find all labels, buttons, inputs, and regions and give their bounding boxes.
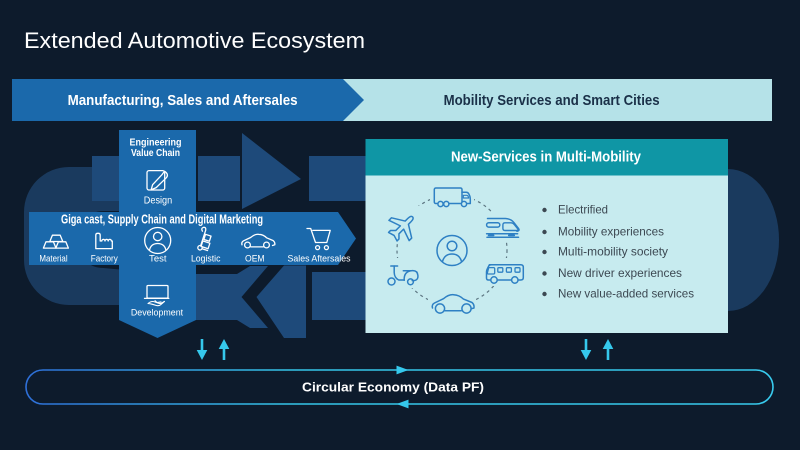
svg-text:Value Chain: Value Chain — [131, 148, 180, 159]
svg-text:Factory: Factory — [91, 254, 118, 264]
svg-text:OEM: OEM — [245, 254, 265, 264]
svg-text:Development: Development — [131, 308, 184, 318]
svg-text:Mobility experiences: Mobility experiences — [558, 225, 664, 239]
svg-text:New-Services in Multi-Mobility: New-Services in Multi-Mobility — [451, 150, 641, 166]
svg-text:Mobility Services and Smart C: Mobility Services and Smart Cities — [444, 92, 660, 109]
svg-text:Extended Automotive Ecosystem: Extended Automotive Ecosystem — [24, 28, 365, 53]
svg-text:Manufacturing, Sales and After: Manufacturing, Sales and Aftersales — [68, 93, 298, 109]
svg-text:Multi-mobility society: Multi-mobility society — [558, 245, 668, 259]
svg-text:Logistic: Logistic — [191, 254, 221, 264]
svg-text:Sales Aftersales: Sales Aftersales — [288, 254, 351, 264]
svg-text:New driver experiences: New driver experiences — [558, 266, 682, 280]
svg-text:Giga cast, Supply Chain and D: Giga cast, Supply Chain and Digital Mark… — [61, 212, 263, 227]
svg-text:Material: Material — [39, 254, 67, 264]
svg-text:Engineering: Engineering — [130, 137, 182, 148]
svg-text:Electrified: Electrified — [558, 203, 608, 217]
svg-text:Test: Test — [149, 254, 167, 264]
svg-text:New value-added services: New value-added services — [558, 287, 694, 301]
svg-text:Circular Economy (Data PF): Circular Economy (Data PF) — [302, 380, 484, 395]
svg-text:Design: Design — [144, 195, 172, 206]
